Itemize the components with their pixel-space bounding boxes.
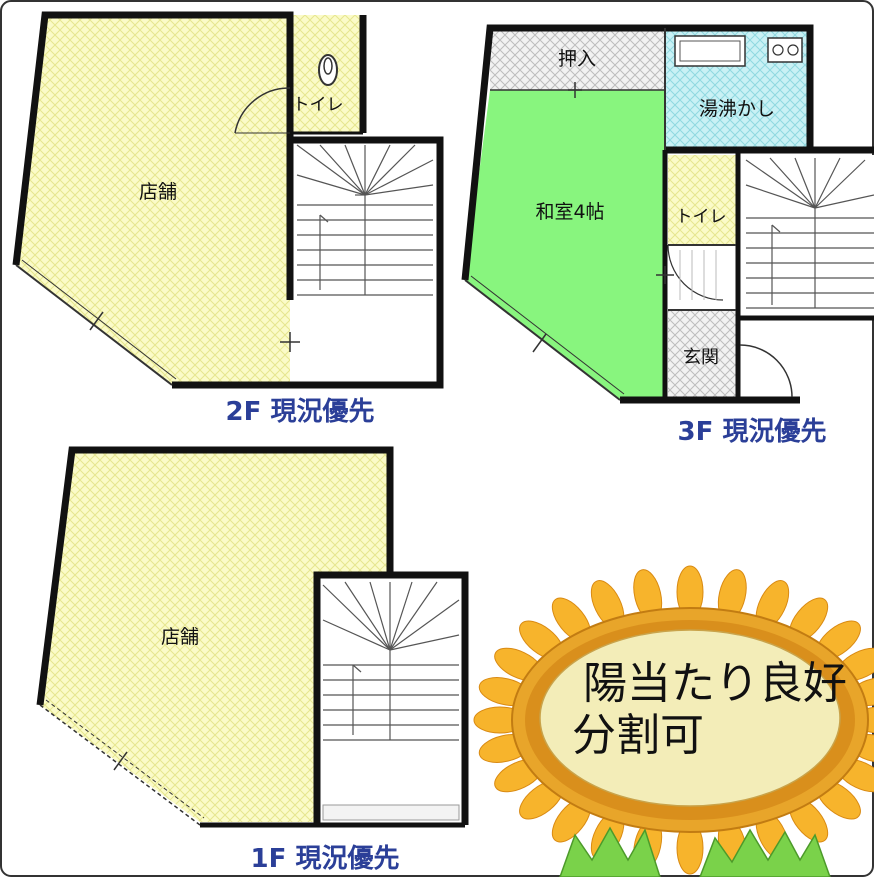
kitchen-label-3f: 湯沸かし (699, 98, 775, 120)
shop-room-1f (40, 450, 390, 822)
shop-label-1f: 店舗 (161, 626, 199, 648)
shop-label-2f: 店舗 (139, 181, 177, 203)
floor-1-plan: 店舗 1F 現況優先 (36, 446, 469, 874)
stove-icon (767, 37, 803, 63)
toilet-room-3f (668, 155, 736, 245)
sunflower-leaves-icon (559, 826, 831, 877)
washitsu-room-3f (465, 90, 665, 400)
entrance-room-3f (668, 310, 736, 400)
closet-label-3f: 押入 (558, 48, 596, 70)
stairwell-1f (317, 575, 465, 825)
staircase-3f (745, 157, 874, 309)
toilet-fixture-icon (318, 54, 338, 86)
washitsu-label-3f: 和室4帖 (535, 201, 604, 223)
closet-room-3f (490, 28, 665, 90)
staircase-1f (322, 581, 460, 741)
shop-room-2f (16, 15, 290, 385)
callout-line-2: 分割可 (572, 710, 704, 761)
staircase-2f (296, 144, 434, 296)
toilet-label-3f: トイレ (676, 207, 727, 227)
sunflower-callout: 陽当たり良好 分割可 (473, 565, 874, 877)
callout-line-1: 陽当たり良好 (583, 658, 847, 709)
floor-2-plan: 店舗 トイレ 2F 現況優先 (12, 11, 444, 427)
floor-2-caption: 2F 現況優先 (226, 397, 375, 427)
stairwell-3f (740, 155, 874, 318)
toilet-label-2f: トイレ (293, 95, 344, 115)
entrance-label-3f: 玄関 (683, 347, 719, 368)
floor-3-plan: 押入 湯沸かし 和室4帖 トイレ 玄関 3F 現況優先 (461, 24, 874, 447)
floor-3-caption: 3F 現況優先 (678, 417, 827, 447)
floor-1-caption: 1F 現況優先 (251, 844, 400, 874)
callout-oval (539, 629, 841, 807)
